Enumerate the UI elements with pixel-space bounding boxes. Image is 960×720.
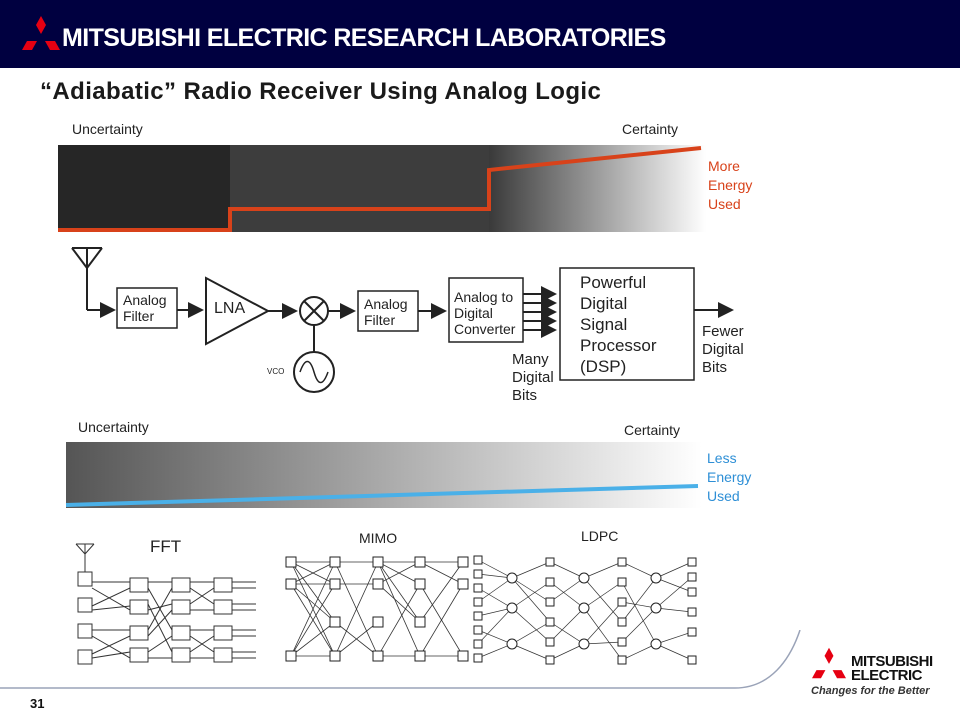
- stage-block-2: [230, 145, 489, 232]
- antenna-icon: [71, 247, 103, 310]
- analog-filter-1-box: [116, 287, 178, 329]
- header-title: MITSUBISHI ELECTRIC RESEARCH LABORATORIE…: [62, 24, 666, 52]
- analog-filter-1-label: Analog Filter: [123, 292, 167, 324]
- slide-title: “Adiabatic” Radio Receiver Using Analog …: [40, 78, 602, 105]
- ldpc-title: LDPC: [581, 528, 619, 544]
- mimo-network: [285, 556, 469, 662]
- stage-block-1: [58, 145, 230, 232]
- more-energy-line: [58, 146, 702, 232]
- vco-label: VCO: [267, 367, 285, 376]
- less-energy-label: Less Energy Used: [707, 450, 752, 504]
- mitsubishi-logo-icon: [22, 16, 60, 50]
- ldpc-network: [473, 555, 697, 665]
- lna-label: LNA: [214, 300, 246, 317]
- analog-filter-2-label: Analog Filter: [364, 296, 408, 328]
- mixer-icon: [299, 296, 329, 326]
- many-bits-arrows: [523, 286, 557, 338]
- mimo-title: MIMO: [359, 530, 398, 546]
- footer-mitsubishi-logo-icon: [812, 647, 846, 679]
- bottom-uncertainty-label: Uncertainty: [78, 419, 149, 435]
- vco-oscillator-icon: [293, 351, 335, 393]
- less-energy-line: [65, 484, 699, 507]
- many-digital-bits-label: Many Digital Bits: [512, 351, 554, 404]
- fewer-digital-bits-label: Fewer Digital Bits: [702, 323, 744, 376]
- footer-tagline: Changes for the Better: [811, 685, 930, 697]
- top-certainty-label: Certainty: [622, 121, 679, 137]
- bottom-energy-gradient: [65, 442, 702, 508]
- fft-butterfly-network: [75, 543, 256, 665]
- fft-title: FFT: [150, 537, 182, 556]
- lna-amplifier: [205, 276, 271, 346]
- adc-box: [448, 277, 524, 343]
- top-uncertainty-label: Uncertainty: [72, 121, 143, 137]
- header-bar: [0, 0, 960, 68]
- footer-swoosh: [0, 630, 801, 689]
- bottom-certainty-label: Certainty: [624, 422, 681, 438]
- top-energy-gradient: [58, 145, 706, 232]
- adc-label: Analog to Digital Converter: [454, 289, 516, 337]
- more-energy-label: More Energy Used: [708, 158, 753, 212]
- page-number: 31: [30, 696, 45, 711]
- receiver-block-diagram: [71, 247, 734, 393]
- dsp-label: Powerful Digital Signal Processor (DSP): [580, 273, 657, 376]
- dsp-box: [559, 267, 695, 381]
- footer-brand: MITSUBISHI ELECTRIC: [851, 653, 933, 684]
